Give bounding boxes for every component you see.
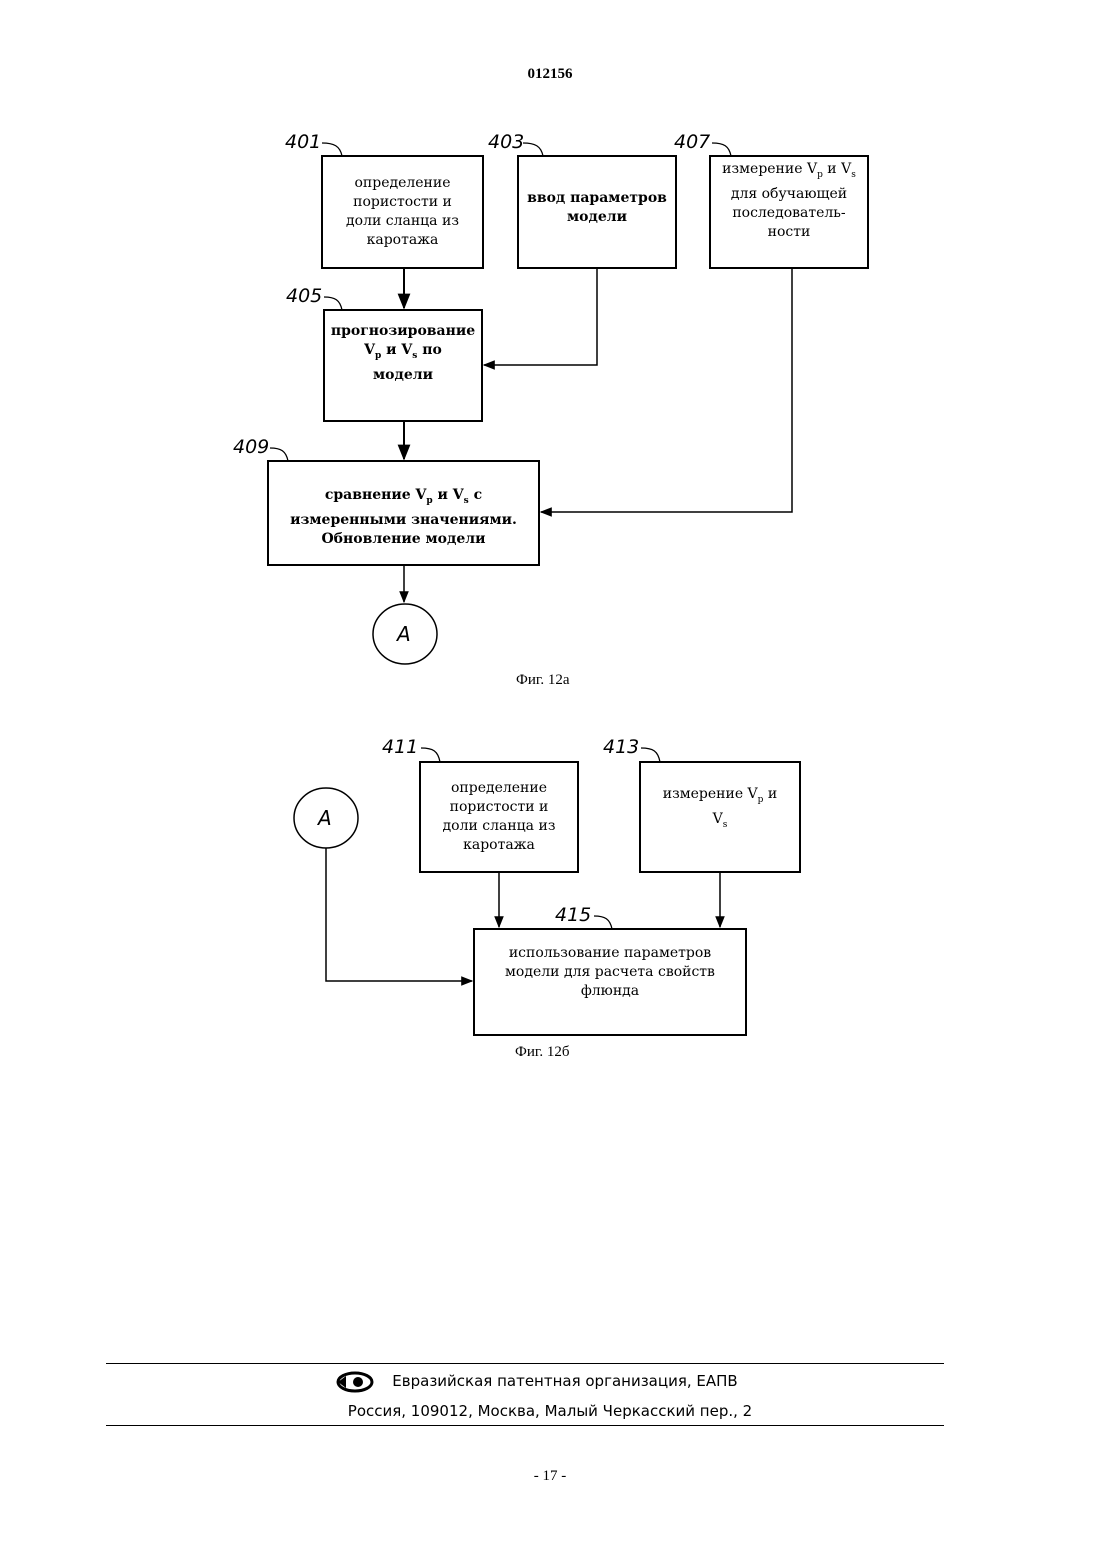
box-405-text: прогнозирование Vp и Vs по модели [326, 322, 480, 386]
box-415-line-3: флюнда [505, 982, 715, 1001]
box-403-line-2: модели [527, 208, 667, 227]
leader-411 [421, 748, 440, 762]
ref-407: 407 [674, 131, 710, 153]
box-403-text: ввод параметров модели [520, 158, 674, 258]
leader-401 [322, 143, 342, 156]
box-415-line-2: модели для расчета свойств [505, 963, 715, 982]
footer-address: Россия, 109012, Москва, Малый Черкасский… [0, 1402, 1100, 1420]
box-409-line-1: сравнение Vp и Vs с [290, 486, 517, 511]
arrow-403-405 [484, 268, 597, 365]
box-409-line-3: Обновление модели [290, 530, 517, 549]
box-407-line-2: для обучающей [722, 185, 856, 204]
ref-413: 413 [603, 736, 639, 758]
box-409-text: сравнение Vp и Vs с измеренными значения… [270, 486, 537, 548]
box-407-text: измерение Vp и Vs для обучающей последов… [712, 160, 866, 244]
box-401-text: определение пористости и доли сланца из … [324, 158, 481, 266]
caption-fig-12b: Фиг. 12б [515, 1044, 569, 1061]
leader-403 [523, 143, 543, 156]
leader-415 [594, 916, 612, 929]
box-411-line-2: пористости и [443, 798, 556, 817]
ref-415: 415 [555, 904, 591, 926]
connector-a-top-label: A [397, 622, 411, 646]
box-411-line-3: доли сланца из [443, 817, 556, 836]
box-407-line-1: измерение Vp и Vs [722, 160, 856, 185]
ref-401: 401 [285, 131, 321, 153]
footer-top-rule [106, 1363, 944, 1364]
leader-405 [324, 297, 342, 310]
connector-a-bottom-label: A [318, 806, 332, 830]
page-number: - 17 - [0, 1468, 1100, 1485]
box-413-line-2: Vs [663, 810, 777, 835]
ref-409: 409 [233, 436, 269, 458]
footer-bottom-rule [106, 1425, 944, 1426]
box-401-line-3: доли сланца из [346, 212, 459, 231]
leader-407 [712, 143, 731, 156]
caption-fig-12a: Фиг. 12а [516, 672, 570, 689]
ref-403: 403 [488, 131, 524, 153]
box-407-line-4: ности [722, 223, 856, 242]
box-409-line-2: измеренными значениями. [290, 511, 517, 530]
leader-413 [641, 748, 660, 762]
ref-411: 411 [382, 736, 418, 758]
box-407-line-3: последователь- [722, 204, 856, 223]
box-405-line-1: прогнозирование [331, 322, 475, 341]
box-415-text: использование параметров модели для расч… [476, 944, 744, 1006]
box-405-line-3: модели [331, 366, 475, 385]
box-411-line-4: каротажа [443, 836, 556, 855]
ref-405: 405 [286, 285, 322, 307]
box-411-line-1: определение [443, 779, 556, 798]
arrow-407-409 [541, 268, 792, 512]
box-415-line-1: использование параметров [505, 944, 715, 963]
footer-organization: Евразийская патентная организация, ЕАПВ [0, 1372, 1100, 1390]
box-401-line-4: каротажа [346, 231, 459, 250]
box-401-line-1: определение [346, 174, 459, 193]
box-411-text: определение пористости и доли сланца из … [422, 764, 576, 870]
box-403-line-1: ввод параметров [527, 189, 667, 208]
box-405-line-2: Vp и Vs по [331, 341, 475, 366]
leader-409 [270, 448, 288, 461]
box-413-text: измерение Vp и Vs [642, 764, 798, 856]
box-413-line-1: измерение Vp и [663, 785, 777, 810]
box-401-line-2: пористости и [346, 193, 459, 212]
